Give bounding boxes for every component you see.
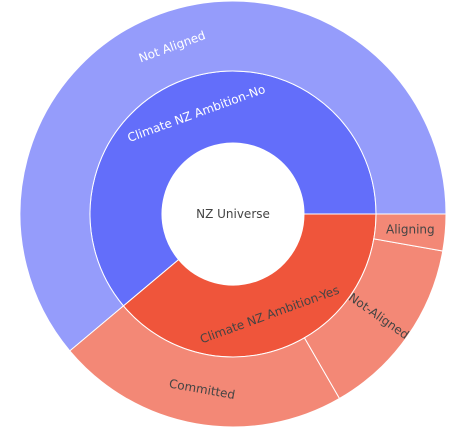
- center-hole: [162, 143, 304, 285]
- segment-not-aligned[interactable]: [19, 0, 447, 352]
- label-aligning: Aligning: [386, 223, 435, 237]
- center-label: NZ Universe: [196, 207, 270, 221]
- segment-aligning[interactable]: [373, 213, 447, 252]
- outer-ring: [19, 0, 447, 428]
